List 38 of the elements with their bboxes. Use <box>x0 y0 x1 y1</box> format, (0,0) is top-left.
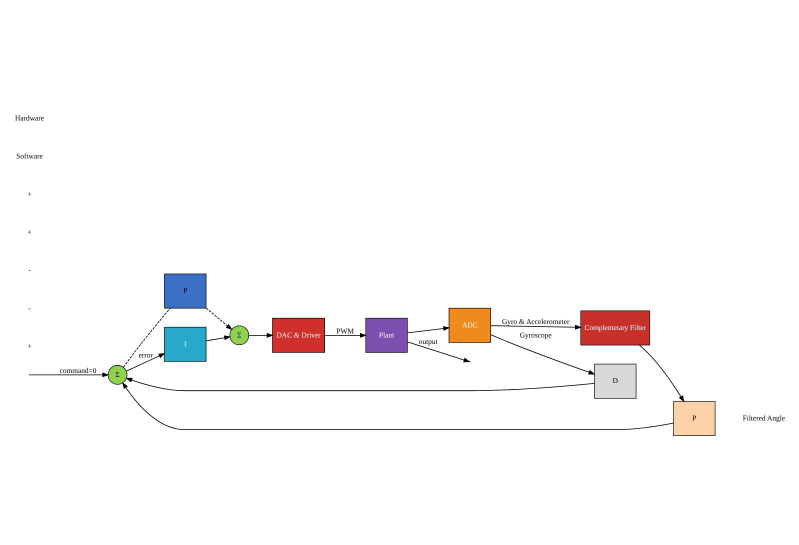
edge-label: Gyro & Accelerometer <box>501 316 569 326</box>
arrow <box>406 341 470 362</box>
node-box: Complemetary Filter <box>580 310 650 346</box>
arrow <box>205 335 231 342</box>
node-box: DAC & Driver <box>272 318 324 353</box>
node-box: D <box>594 364 636 399</box>
label: + <box>26 190 32 199</box>
connector <box>122 308 170 368</box>
label: Software <box>16 152 42 161</box>
node-box: ADC <box>448 308 490 343</box>
arrow <box>126 353 165 372</box>
arrow <box>29 372 109 378</box>
node-circle: Σ <box>107 365 127 385</box>
arrow <box>638 344 684 402</box>
edge-label: error <box>138 350 152 360</box>
arrow <box>324 332 366 338</box>
arrow <box>490 334 595 374</box>
node-box: P <box>672 401 715 436</box>
arrow <box>490 324 582 330</box>
arrow <box>248 332 274 338</box>
arrow <box>205 308 232 330</box>
node-box: P <box>164 274 206 309</box>
node-circle: Σ <box>228 326 249 346</box>
node-label: Filtered Angle <box>742 414 785 423</box>
label: + <box>26 341 32 350</box>
node-box: Plant <box>364 318 408 353</box>
label: Hardware <box>14 114 44 123</box>
edge-label: PWM <box>336 326 354 336</box>
arrow <box>124 378 594 392</box>
arrow <box>122 382 674 430</box>
arrow <box>406 326 450 334</box>
label: + <box>26 228 32 237</box>
label: - <box>28 303 30 312</box>
edge-label: output <box>418 336 438 346</box>
label: - <box>28 265 30 274</box>
node-box: I <box>164 326 206 362</box>
edge-label: command=0 <box>59 366 96 375</box>
edge-label: Gyroscope <box>519 330 552 340</box>
